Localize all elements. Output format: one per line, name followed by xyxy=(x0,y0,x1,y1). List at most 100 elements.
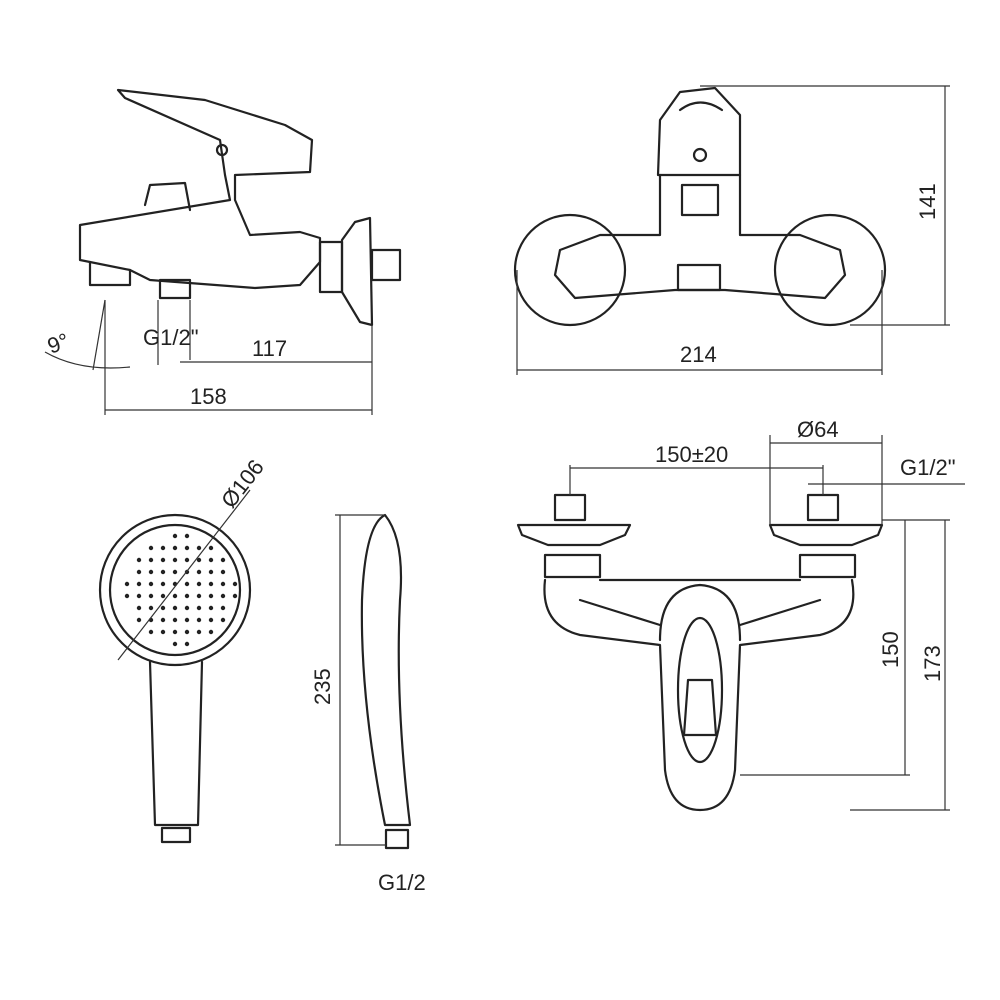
nozzle-dot xyxy=(196,593,202,599)
nozzle-dot xyxy=(196,581,202,587)
nozzle-dot xyxy=(136,605,142,611)
nozzle-dot xyxy=(220,617,226,623)
dim-total: 173 xyxy=(920,645,945,682)
dimension-line xyxy=(117,489,251,661)
lever-groove xyxy=(678,101,724,112)
lever-screw xyxy=(692,147,708,163)
shower-side-profile xyxy=(360,513,412,827)
nozzle-dot xyxy=(172,569,178,575)
shower-connector xyxy=(160,826,192,844)
nozzle-dot xyxy=(208,605,214,611)
body-dome xyxy=(658,583,742,642)
nozzle-dot xyxy=(220,593,226,599)
nozzle-dot xyxy=(208,593,214,599)
nozzle-dot xyxy=(196,545,202,551)
connection-label: G1/2" xyxy=(900,455,956,480)
nozzle-dot xyxy=(184,581,190,587)
dim-length: 235 xyxy=(310,668,335,705)
nozzle-dot xyxy=(184,557,190,563)
arm-edges xyxy=(578,598,822,627)
nozzles xyxy=(124,533,238,647)
nozzle-dot xyxy=(148,593,154,599)
nozzle-dot xyxy=(148,545,154,551)
left-flange xyxy=(513,213,627,327)
left-inlet xyxy=(553,493,587,522)
nozzle-dot xyxy=(208,617,214,623)
nozzle-dot xyxy=(196,569,202,575)
nozzle-dot xyxy=(208,545,214,551)
nozzle-dot xyxy=(172,593,178,599)
lever-top xyxy=(676,616,724,764)
nozzle-dot xyxy=(160,629,166,635)
hand-shower-side: 235 G1/2 xyxy=(310,513,426,895)
nozzle-dot xyxy=(136,581,142,587)
nozzle-dot xyxy=(136,617,142,623)
nozzle-dot xyxy=(172,629,178,635)
nozzle-dot xyxy=(172,641,178,647)
hand-shower-front: Ø106 xyxy=(98,455,269,844)
nozzle-dot xyxy=(124,581,130,587)
nozzle-dot xyxy=(232,581,238,587)
diverter-window xyxy=(680,183,720,217)
nozzle-dot xyxy=(160,581,166,587)
nozzle-dot xyxy=(184,617,190,623)
nozzle-dot xyxy=(184,545,190,551)
nozzle-dot xyxy=(184,641,190,647)
mixer-body-top xyxy=(543,578,855,812)
nozzle-dot xyxy=(160,605,166,611)
right-eccentric-flange xyxy=(768,523,884,547)
nozzle-dot xyxy=(160,569,166,575)
nozzle-dot xyxy=(232,593,238,599)
dim-centers: 150±20 xyxy=(655,442,728,467)
nozzle-dot xyxy=(148,557,154,563)
nozzle-dot xyxy=(184,629,190,635)
nozzle-dot xyxy=(172,605,178,611)
connection-label: G1/2 xyxy=(378,870,426,895)
nozzle-dot xyxy=(160,593,166,599)
nozzle-dot xyxy=(160,545,166,551)
nozzle-dot xyxy=(184,533,190,539)
nozzle-dot xyxy=(160,617,166,623)
hose-outlet xyxy=(158,278,192,300)
nozzle-dot xyxy=(136,557,142,563)
nozzle-dot xyxy=(196,617,202,623)
right-nut xyxy=(798,553,857,579)
right-flange xyxy=(773,213,887,327)
top-view: 150±20 Ø64 G1/2" 150 173 xyxy=(516,417,965,812)
nozzle-dot xyxy=(196,557,202,563)
shower-head-outer xyxy=(98,513,252,667)
dim-flange: Ø64 xyxy=(797,417,839,442)
aerator xyxy=(88,260,132,287)
shower-handle xyxy=(148,660,204,827)
nozzle-dot xyxy=(148,605,154,611)
nozzle-dot xyxy=(184,593,190,599)
dim-height: 141 xyxy=(915,183,940,220)
mixer-body-side xyxy=(78,88,322,290)
nozzle-dot xyxy=(196,629,202,635)
nozzle-dot xyxy=(208,581,214,587)
nozzle-dot xyxy=(172,545,178,551)
nozzle-dot xyxy=(220,605,226,611)
lever-screw xyxy=(215,143,229,157)
wall-connector xyxy=(370,248,402,282)
mixer-body-front xyxy=(553,173,847,300)
dim-depth: 158 xyxy=(190,384,227,409)
nozzle-dot xyxy=(172,617,178,623)
left-nut xyxy=(543,553,602,579)
nozzle-dot xyxy=(136,593,142,599)
nozzle-dot xyxy=(208,629,214,635)
nozzle-dot xyxy=(148,569,154,575)
nozzle-dot xyxy=(148,629,154,635)
right-inlet xyxy=(806,493,840,522)
dim-width: 214 xyxy=(680,342,717,367)
shower-face xyxy=(108,523,242,657)
nozzle-dot xyxy=(136,569,142,575)
side-view: 9° G1/2" 117 158 xyxy=(44,88,402,415)
left-eccentric-flange xyxy=(516,523,632,547)
wall-flange xyxy=(340,216,374,327)
nozzle-dot xyxy=(172,557,178,563)
nozzle-dot xyxy=(220,581,226,587)
nozzle-dot xyxy=(220,569,226,575)
nozzle-dot xyxy=(220,557,226,563)
